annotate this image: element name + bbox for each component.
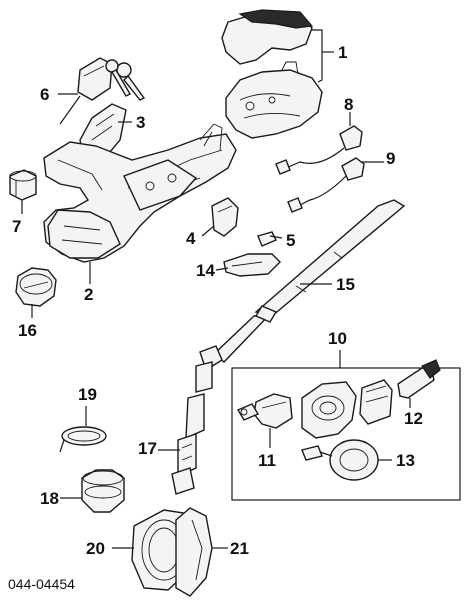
column-cover-part-1	[221, 9, 323, 139]
plate-part-14	[223, 253, 281, 277]
callout-5: 5	[286, 231, 296, 250]
leader-line-14	[215, 267, 229, 271]
clock-spring-part-13	[301, 439, 379, 481]
callout-8: 8	[344, 95, 354, 114]
callout-16: 16	[18, 321, 37, 340]
seal-part-18	[81, 469, 125, 513]
callout-12: 12	[404, 409, 423, 428]
diagram-code: 044-04454	[8, 576, 75, 592]
harness-part-9	[287, 157, 365, 213]
steering-shaft-part-15	[212, 199, 406, 363]
callout-13: 13	[396, 451, 415, 470]
callout-9: 9	[386, 149, 396, 168]
lever-part-12	[359, 359, 441, 425]
callout-20: 20	[86, 539, 105, 558]
callout-15: 15	[336, 275, 355, 294]
harness-part-8	[275, 125, 363, 175]
dust-cover-part-21	[175, 507, 213, 597]
callout-2: 2	[84, 285, 94, 304]
bushing-part-7	[9, 169, 37, 201]
universal-joint-part-17	[171, 345, 223, 495]
combination-switch-body	[301, 381, 357, 439]
switch-part-11	[236, 393, 293, 429]
callout-21: 21	[230, 539, 249, 558]
lock-cylinder-part-6	[59, 57, 146, 125]
callout-6: 6	[40, 85, 50, 104]
pin-part-5	[257, 231, 283, 247]
switch-assembly-box	[231, 367, 461, 501]
leader-line-1	[312, 29, 323, 83]
bracket-part-4	[211, 197, 239, 237]
callout-3: 3	[136, 113, 146, 132]
callout-7: 7	[12, 217, 22, 236]
callout-14: 14	[196, 261, 215, 280]
callout-11: 11	[258, 451, 276, 470]
clamp-part-19	[59, 426, 107, 453]
knob-part-16	[15, 267, 57, 307]
column-housing	[43, 123, 237, 263]
callout-18: 18	[40, 489, 59, 508]
callout-19: 19	[78, 385, 97, 404]
callout-10: 10	[328, 329, 347, 348]
callout-1: 1	[338, 43, 348, 62]
leader-line-4	[201, 225, 215, 237]
callout-17: 17	[138, 439, 157, 458]
callout-4: 4	[186, 229, 196, 248]
